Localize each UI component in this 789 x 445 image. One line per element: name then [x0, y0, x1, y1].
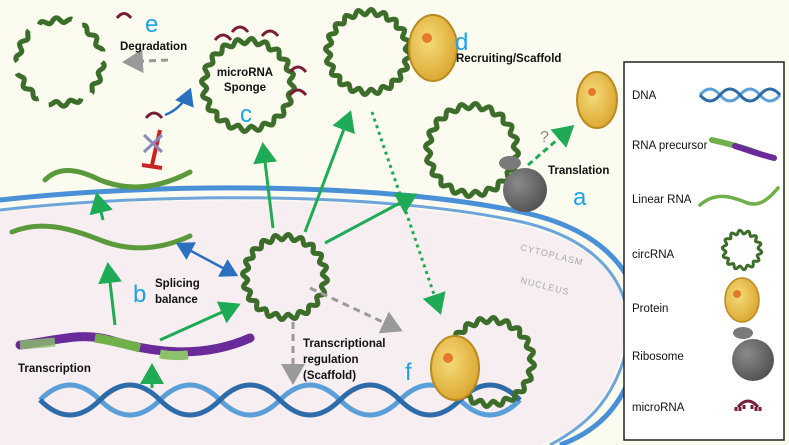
microrna-icon	[734, 399, 762, 411]
transcription-label: Transcription	[18, 363, 91, 375]
splicing-balance-arrow	[175, 242, 239, 277]
sponge-label-line2: Sponge	[224, 82, 266, 94]
legend-label-linear-rna: Linear RNA	[632, 194, 692, 206]
rna-precursor	[15, 332, 255, 361]
circrna-recruiting	[323, 7, 413, 97]
linear-rna-icon	[698, 186, 780, 207]
inhibition-blocked-icon	[141, 129, 164, 170]
linear-rna-upper	[42, 168, 193, 190]
legend-label-rna-precursor: RNA precursor	[632, 140, 708, 152]
microrna-release-arrow	[164, 87, 194, 117]
uncertain-mark: ?	[540, 129, 549, 146]
translation-arrow	[527, 125, 575, 167]
transcriptional-regulation-line2: regulation	[303, 354, 359, 366]
arrow-to-nuclear-complex	[309, 286, 403, 334]
inner-membrane	[0, 196, 631, 445]
degradation-arrow	[122, 49, 169, 74]
arrow-to-linear-rna	[98, 262, 123, 326]
splicing-label-line2: balance	[155, 294, 198, 306]
legend: DNA RNA precursor Linear RNA circRNA Pro…	[623, 61, 785, 441]
legend-label-microrna: microRNA	[632, 402, 685, 414]
microrna-on-sponge	[213, 25, 308, 96]
panel-letter-a: a	[573, 184, 587, 211]
microrna-free	[144, 111, 164, 119]
arrow-to-sponge	[253, 142, 278, 229]
arrow-recruiting-to-nucleus	[370, 111, 446, 315]
circrna-translation	[423, 101, 521, 199]
arrow-to-circrna	[159, 301, 241, 342]
panel-letter-f: f	[405, 359, 412, 386]
protein-recruiting	[408, 14, 458, 82]
protein-nuclear	[430, 335, 480, 401]
protein-icon	[724, 277, 760, 323]
linear-rna-lower	[9, 223, 193, 251]
circrna-icon	[720, 228, 764, 272]
legend-label-circrna: circRNA	[632, 249, 674, 261]
panel-letter-c: c	[240, 101, 252, 128]
arrow-to-linear-rna-cyto	[89, 192, 113, 221]
translation-label: Translation	[548, 165, 609, 177]
legend-label-protein: Protein	[632, 303, 668, 315]
microrna-degradation	[115, 12, 133, 19]
sponge-label-line1: microRNA	[217, 67, 273, 79]
transcriptional-regulation-line1: Transcriptional	[303, 338, 385, 350]
transcriptional-regulation-line3: (Scaffold)	[303, 370, 356, 382]
ribosome	[499, 156, 547, 212]
degradation-label: Degradation	[120, 41, 187, 53]
panel-letter-b: b	[133, 281, 146, 308]
splicing-label-line1: Splicing	[155, 278, 200, 290]
outer-membrane	[0, 185, 644, 445]
panel-letter-e: e	[145, 11, 158, 38]
legend-label-dna: DNA	[632, 90, 657, 102]
arrow-to-recruiting	[303, 110, 355, 233]
protein-translated	[576, 71, 618, 129]
recruiting-label: Recruiting/Scaffold	[456, 53, 561, 65]
dna-icon	[698, 87, 782, 103]
legend-label-ribosome: Ribosome	[632, 351, 684, 363]
arrow-to-translation	[324, 192, 418, 245]
rna-precursor-icon	[709, 137, 777, 161]
panel-letter-d: d	[455, 29, 468, 56]
circrna-sponge	[199, 36, 297, 134]
circrna-degrading	[13, 15, 107, 109]
circrna-center	[240, 232, 330, 322]
ribosome-icon	[732, 327, 774, 381]
